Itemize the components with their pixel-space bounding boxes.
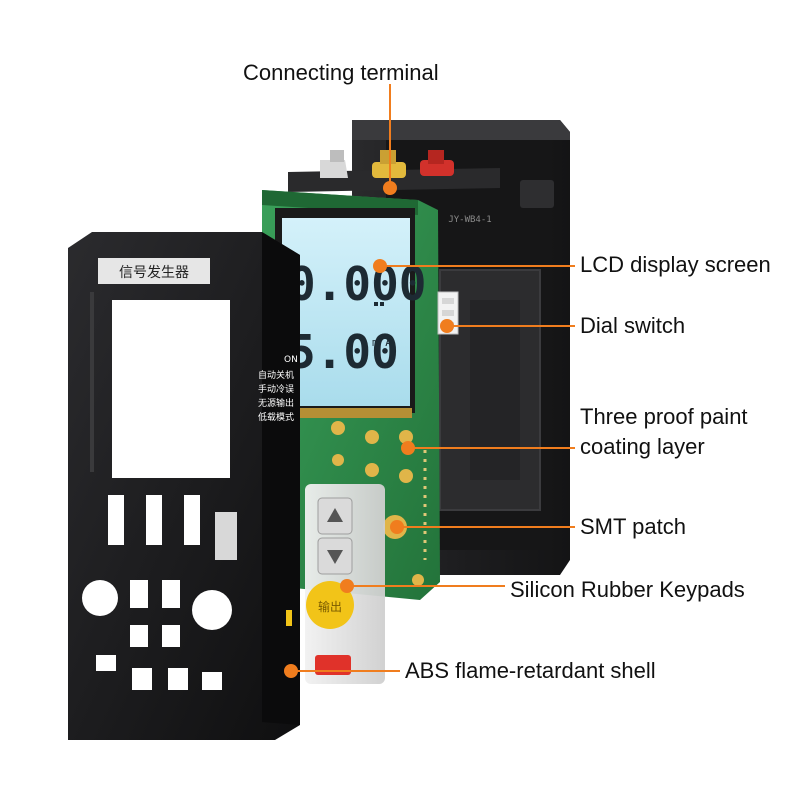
callout-dot-shell — [284, 664, 298, 678]
callout-abs-shell: ABS flame-retardant shell — [405, 658, 656, 683]
board-marking: JY-WB4-1 — [448, 215, 491, 225]
smt-pads — [331, 421, 424, 586]
lcd-screen — [282, 218, 410, 406]
callout-lcd-display-screen: LCD display screen — [580, 252, 771, 277]
lcd-line-2: 5.00 — [288, 325, 399, 379]
side-feature-3: 无源输出 — [258, 397, 294, 409]
key-output-label: 输出 — [318, 599, 342, 614]
callout-dot-smt — [390, 520, 404, 534]
side-feature-4: 低载模式 — [258, 411, 294, 423]
callout-three-proof-paint-line2: coating layer — [580, 434, 705, 459]
terminal-bar — [288, 150, 500, 192]
front-shell: 信号发生器 自动关机 手动冷误 无源输出 低载模式 ON — [68, 232, 300, 740]
front-label: 信号发生器 — [119, 265, 189, 281]
callout-dot-terminal — [383, 181, 397, 195]
on-label: ON — [284, 355, 298, 365]
callout-three-proof-paint-line1: Three proof paint — [580, 404, 748, 429]
callout-dot-paint — [401, 441, 415, 455]
callout-connecting-terminal: Connecting terminal — [243, 60, 439, 85]
callout-silicon-rubber-keypads: Silicon Rubber Keypads — [510, 577, 745, 602]
callout-dot-dial — [440, 319, 454, 333]
callout-leaders — [284, 84, 575, 678]
side-feature-1: 自动关机 — [258, 369, 294, 381]
callout-dial-switch: Dial switch — [580, 313, 686, 338]
callout-smt-patch: SMT patch — [580, 514, 686, 539]
side-feature-2: 手动冷误 — [258, 383, 294, 395]
callout-dot-keypad — [340, 579, 354, 593]
callout-dot-lcd — [373, 259, 387, 273]
lcd-unit: m A — [372, 336, 392, 349]
